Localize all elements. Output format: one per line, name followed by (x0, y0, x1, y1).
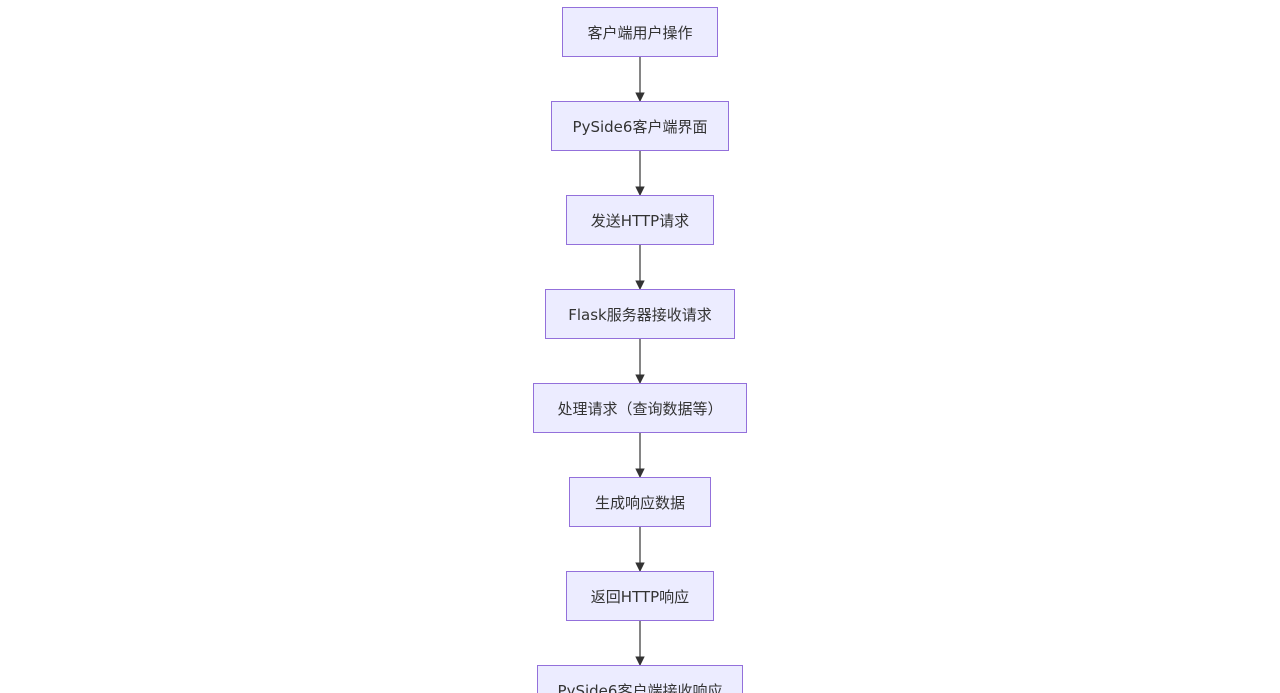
flow-node-label: Flask服务器接收请求 (568, 305, 712, 324)
flow-node-pyside6-client-receive: PySide6客户端接收响应 (537, 665, 743, 693)
flow-node-label: PySide6客户端界面 (572, 117, 708, 136)
flow-node-label: 发送HTTP请求 (590, 211, 690, 230)
flow-node-generate-response-data: 生成响应数据 (569, 477, 711, 527)
flow-node-label: 客户端用户操作 (587, 23, 693, 42)
flow-node-label: 生成响应数据 (594, 493, 685, 512)
flow-node-label: 处理请求（查询数据等） (557, 399, 723, 418)
flow-node-label: PySide6客户端接收响应 (557, 681, 723, 693)
flow-node-client-user-action: 客户端用户操作 (562, 7, 718, 57)
flow-node-process-request: 处理请求（查询数据等） (533, 383, 747, 433)
flow-node-flask-server-receive: Flask服务器接收请求 (545, 289, 735, 339)
flow-node-send-http-request: 发送HTTP请求 (566, 195, 714, 245)
flow-node-label: 返回HTTP响应 (590, 587, 690, 606)
flow-node-return-http-response: 返回HTTP响应 (566, 571, 714, 621)
flow-node-pyside6-client-ui: PySide6客户端界面 (551, 101, 729, 151)
